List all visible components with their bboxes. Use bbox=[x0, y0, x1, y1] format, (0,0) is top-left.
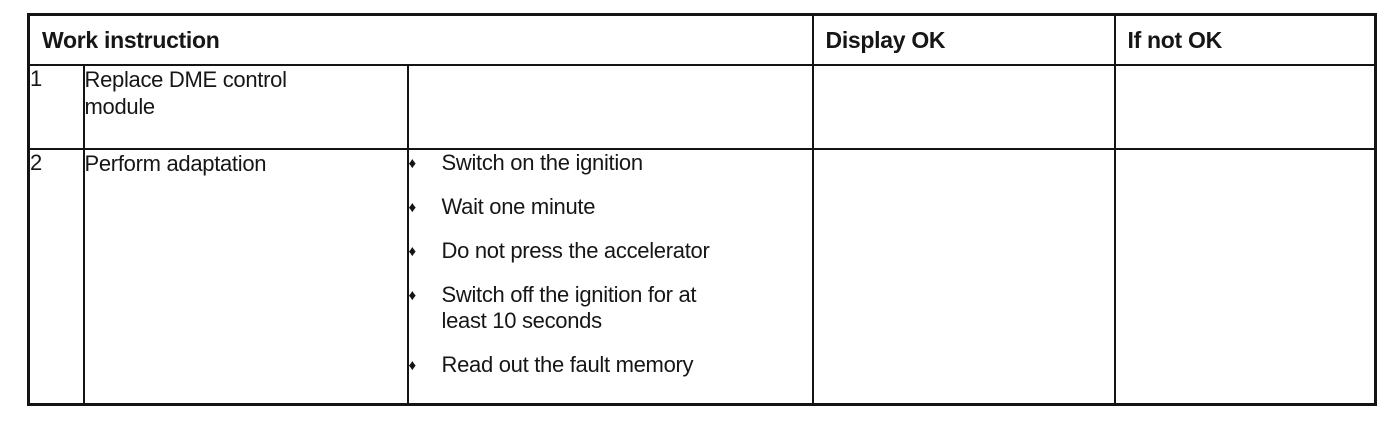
step-item: ♦ Wait one minute bbox=[408, 193, 811, 221]
task-text: Replace DME control module bbox=[84, 66, 287, 120]
header-if-not-ok: If not OK bbox=[1113, 13, 1377, 66]
row-number: 2 bbox=[27, 147, 85, 406]
step-text: Read out the fault memory bbox=[441, 352, 694, 378]
if-not-ok-cell bbox=[1113, 147, 1377, 406]
step-item: ♦ Read out the fault memory bbox=[408, 352, 811, 379]
steps-cell: ♦Switch on the ignition♦Wait one minute♦… bbox=[406, 147, 814, 406]
display-ok-cell bbox=[811, 147, 1116, 406]
step-text: Switch off the ignition for at least 10 … bbox=[441, 281, 697, 334]
step-item: ♦ Switch on the ignition bbox=[408, 149, 811, 177]
step-text: Do not press the accelerator bbox=[441, 237, 710, 263]
diamond-bullet-icon: ♦ bbox=[408, 242, 417, 260]
diamond-bullet-icon: ♦ bbox=[408, 357, 417, 375]
row-number: 1 bbox=[27, 63, 85, 150]
task-cell: Perform adaptation bbox=[82, 147, 409, 406]
step-item: ♦ Do not press the accelerator bbox=[408, 237, 811, 265]
table-row: 2 Perform adaptation ♦ Switch on the igni… bbox=[27, 147, 1377, 406]
task-text: Perform adaptation bbox=[84, 150, 267, 176]
diamond-bullet-icon: ♦ bbox=[408, 198, 417, 216]
display-ok-cell bbox=[811, 63, 1116, 150]
header-work-instruction: Work instruction bbox=[27, 13, 814, 66]
header-display-ok: Display OK bbox=[811, 13, 1116, 66]
table-row: 1 Replace DME control module bbox=[27, 63, 1377, 150]
step-text: Wait one minute bbox=[441, 193, 596, 219]
table-header-row: Work instruction Display OK If not OK bbox=[27, 13, 1377, 66]
step-item: ♦ Switch off the ignition for at least 10… bbox=[408, 281, 811, 336]
if-not-ok-cell bbox=[1113, 63, 1377, 150]
task-cell: Replace DME control module bbox=[82, 63, 409, 150]
work-instruction-table: Work instruction Display OK If not OK 1 … bbox=[27, 13, 1378, 406]
step-text: Switch on the ignition bbox=[441, 149, 644, 175]
diamond-bullet-icon: ♦ bbox=[408, 154, 417, 172]
steps-cell bbox=[406, 63, 814, 150]
diamond-bullet-icon: ♦ bbox=[408, 286, 417, 304]
